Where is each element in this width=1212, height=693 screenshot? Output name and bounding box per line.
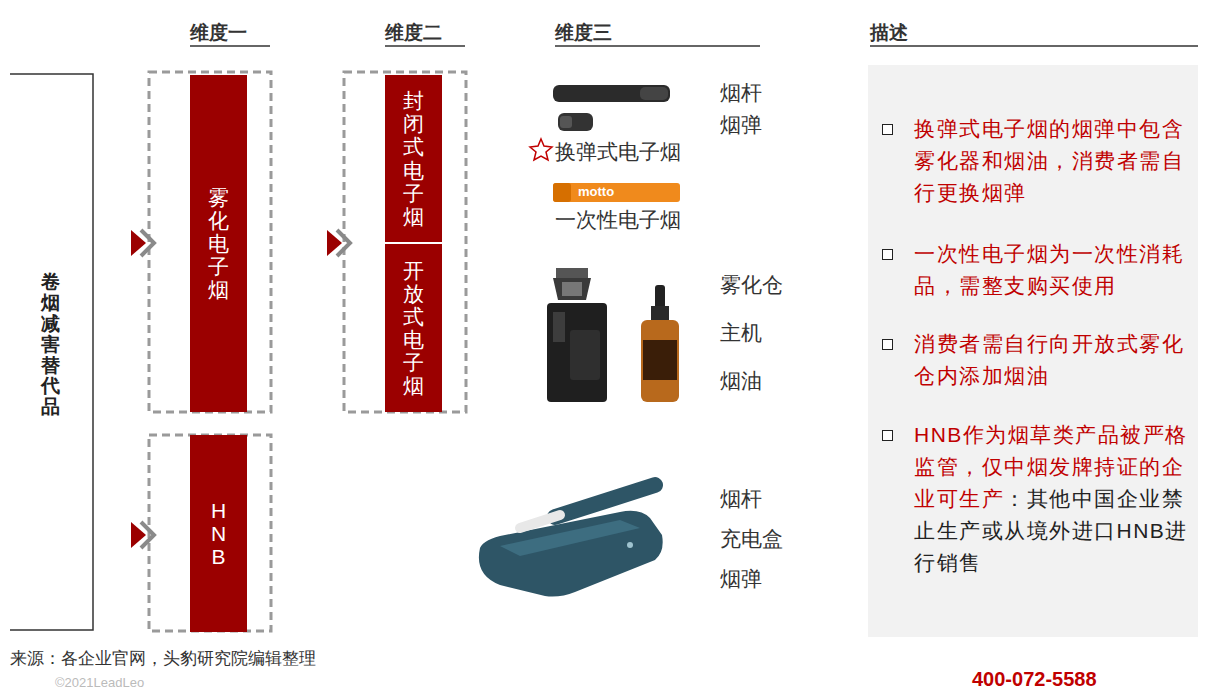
bullet-square bbox=[882, 339, 893, 350]
label-slot: 400-072-5588 bbox=[972, 667, 1097, 691]
band-text: 雾化电子烟 bbox=[208, 186, 229, 301]
band-text: 封闭式电子烟 bbox=[403, 89, 424, 228]
category-band: HNB bbox=[190, 435, 247, 632]
part-name: 主机 bbox=[720, 320, 762, 345]
product-name: 一次性电子烟 bbox=[555, 207, 681, 232]
label-slot: 来源：各企业官网，头豹研究院编辑整理 bbox=[10, 649, 316, 669]
band-text: HNB bbox=[208, 499, 229, 568]
category-label: 卷烟减害替代品 bbox=[41, 272, 60, 418]
part-name: 雾化仓 bbox=[720, 272, 783, 297]
description-text: 换弹式电子烟的烟弹中包含雾化器和烟油，消费者需自行更换烟弹 bbox=[914, 117, 1184, 204]
category-band: 开放式电子烟 bbox=[385, 244, 442, 412]
description-panel: 换弹式电子烟的烟弹中包含雾化器和烟油，消费者需自行更换烟弹一次性电子烟为一次性消… bbox=[868, 65, 1198, 637]
label-slot: 烟杆 bbox=[720, 80, 762, 105]
column-header: 维度三 bbox=[555, 22, 612, 45]
bullet-item: HNB作为烟草类产品被严格监管，仅中烟发牌持证的企业可生产：其他中国企业禁止生产… bbox=[914, 419, 1190, 579]
hnb-device-image bbox=[479, 485, 663, 597]
bullet-item: 换弹式电子烟的烟弹中包含雾化器和烟油，消费者需自行更换烟弹 bbox=[914, 113, 1190, 209]
star-symbol bbox=[530, 139, 552, 160]
category-band: 雾化电子烟 bbox=[190, 75, 247, 412]
label-slot: 主机 bbox=[720, 320, 762, 345]
label-slot: 维度二 bbox=[385, 22, 442, 45]
product-name: 换弹式电子烟 bbox=[555, 139, 681, 164]
label-slot: ©2021LeadLeo bbox=[55, 675, 144, 691]
column-header: 维度一 bbox=[190, 22, 247, 45]
label-slot: 烟杆 bbox=[720, 486, 762, 511]
bullet-square bbox=[882, 124, 893, 135]
label-slot: 烟弹 bbox=[720, 566, 762, 591]
pod-ecig-image bbox=[553, 85, 670, 131]
phone-number: 400-072-5588 bbox=[972, 667, 1097, 691]
part-name: 烟杆 bbox=[720, 80, 762, 105]
column-header: 描述 bbox=[870, 22, 908, 45]
label-slot: 维度一 bbox=[190, 22, 247, 45]
header-rule bbox=[190, 45, 1198, 47]
label-slot: 一次性电子烟 bbox=[555, 207, 681, 232]
disposable-ecig-image bbox=[553, 183, 680, 202]
watermark: ©2021LeadLeo bbox=[55, 675, 144, 691]
bullet-square bbox=[882, 249, 893, 260]
bracket bbox=[10, 74, 93, 630]
label-slot: 维度三 bbox=[555, 22, 612, 45]
label-slot: 换弹式电子烟 bbox=[555, 139, 681, 164]
label-slot: 烟油 bbox=[720, 368, 762, 393]
label-slot: 雾化仓 bbox=[720, 272, 783, 297]
brand-name: motto bbox=[578, 184, 614, 200]
description-text: 一次性电子烟为一次性消耗品，需整支购买使用 bbox=[914, 242, 1184, 297]
part-name: 烟杆 bbox=[720, 486, 762, 511]
label-slot: 描述 bbox=[870, 22, 908, 45]
bullet-item: 消费者需自行向开放式雾化仓内添加烟油 bbox=[914, 328, 1190, 392]
band-text: 开放式电子烟 bbox=[403, 259, 424, 398]
part-name: 充电盒 bbox=[720, 526, 783, 551]
bullet-square bbox=[882, 430, 893, 441]
open-ecig-image bbox=[547, 268, 679, 402]
source-note: 来源：各企业官网，头豹研究院编辑整理 bbox=[10, 649, 316, 669]
column-header: 维度二 bbox=[385, 22, 442, 45]
category-band: 封闭式电子烟 bbox=[385, 75, 442, 242]
part-name: 烟油 bbox=[720, 368, 762, 393]
label-slot: 充电盒 bbox=[720, 526, 783, 551]
bullet-item: 一次性电子烟为一次性消耗品，需整支购买使用 bbox=[914, 238, 1190, 302]
label-slot: motto bbox=[578, 184, 614, 200]
label-slot: 卷烟减害替代品 bbox=[41, 272, 60, 418]
part-name: 烟弹 bbox=[720, 112, 762, 137]
part-name: 烟弹 bbox=[720, 566, 762, 591]
dashed-frame bbox=[149, 72, 466, 631]
label-slot: 烟弹 bbox=[720, 112, 762, 137]
description-text: 消费者需自行向开放式雾化仓内添加烟油 bbox=[914, 332, 1184, 387]
